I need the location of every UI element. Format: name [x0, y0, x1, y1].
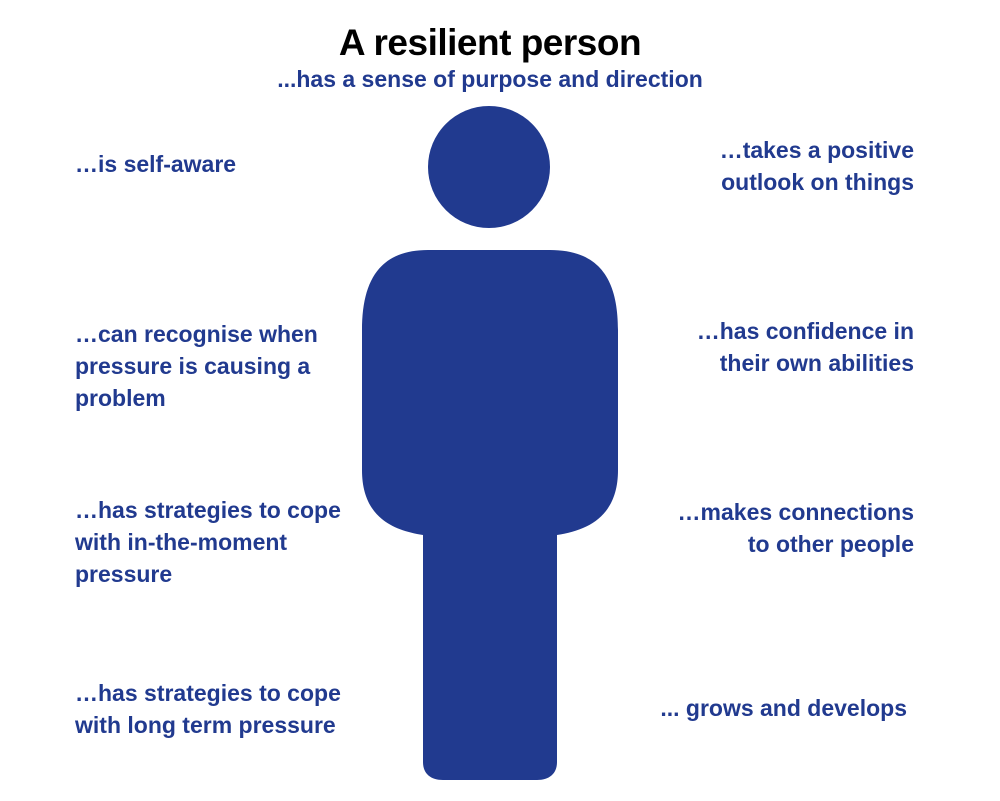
trait-connections: …makes connections to other people: [677, 499, 914, 557]
diagram-subtitle: ...has a sense of purpose and direction: [277, 66, 703, 92]
person-head: [428, 106, 550, 228]
trait-cope-in-the-moment: …has strategies to cope with in-the-mome…: [75, 497, 341, 587]
person-body: [362, 250, 618, 780]
diagram-title: A resilient person: [338, 22, 642, 63]
trait-self-aware: …is self-aware: [75, 151, 237, 177]
trait-cope-long-term: …has strategies to cope with long term p…: [75, 680, 341, 738]
trait-grows-develops: ... grows and develops: [660, 695, 907, 721]
trait-confidence: …has confidence in their own abilities: [696, 318, 914, 376]
trait-recognise-pressure: …can recognise when pressure is causing …: [75, 321, 318, 411]
trait-positive-outlook: …takes a positive outlook on things: [719, 137, 914, 195]
